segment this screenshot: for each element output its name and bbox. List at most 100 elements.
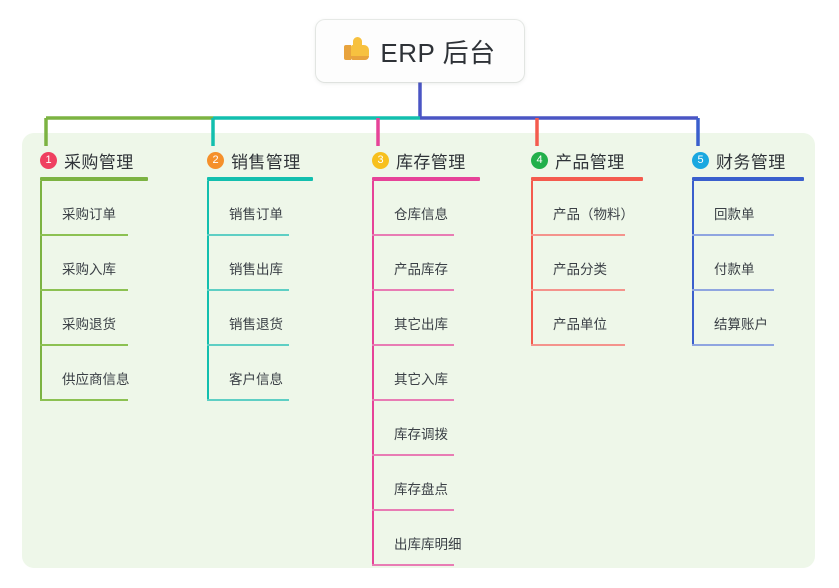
leaf-label: 供应商信息 [62, 372, 130, 387]
leaf-spine [372, 181, 374, 236]
leaf-label: 销售退货 [229, 317, 283, 332]
leaf-node[interactable]: 付款单 [692, 236, 804, 291]
branch-header-2[interactable]: 2 销售管理 [207, 148, 313, 172]
branch-header-rule [40, 177, 148, 181]
leaf-node[interactable]: 结算账户 [692, 291, 804, 346]
leaf-rule [372, 289, 454, 291]
branch-title: 采购管理 [64, 152, 134, 172]
branch-header-4[interactable]: 4 产品管理 [531, 148, 643, 172]
thumbs-up-icon [344, 37, 370, 65]
leaf-label: 回款单 [714, 207, 755, 222]
leaf-label: 产品库存 [394, 262, 448, 277]
branch-header-rule [531, 177, 643, 181]
leaf-rule [531, 234, 625, 236]
leaf-rule [40, 289, 128, 291]
leaf-label: 采购入库 [62, 262, 116, 277]
leaf-label: 出库库明细 [394, 537, 462, 552]
leaf-rule [40, 234, 128, 236]
leaf-node[interactable]: 采购订单 [40, 181, 148, 236]
leaf-spine [692, 236, 694, 291]
root-node[interactable]: ERP 后台 [316, 20, 524, 82]
leaf-node[interactable]: 供应商信息 [40, 346, 148, 401]
leaf-rule [40, 344, 128, 346]
leaf-node[interactable]: 产品单位 [531, 291, 643, 346]
leaf-spine [372, 456, 374, 511]
leaf-label: 销售订单 [229, 207, 283, 222]
leaf-label: 库存盘点 [394, 482, 448, 497]
leaf-spine [40, 236, 42, 291]
root-title: ERP 后台 [380, 37, 496, 68]
branch-header-rule [372, 177, 480, 181]
leaf-node[interactable]: 出库库明细 [372, 511, 480, 566]
branch-number-badge: 2 [207, 151, 224, 169]
leaf-node[interactable]: 产品库存 [372, 236, 480, 291]
branch-column-4: 4 产品管理产品（物料） 产品分类产品单位 [531, 148, 643, 346]
leaf-node[interactable]: 销售退货 [207, 291, 313, 346]
leaf-node[interactable]: 仓库信息 [372, 181, 480, 236]
leaf-label: 付款单 [714, 262, 755, 277]
leaf-spine [40, 346, 42, 401]
leaf-node[interactable]: 库存盘点 [372, 456, 480, 511]
leaf-label: 采购订单 [62, 207, 116, 222]
leaf-rule [372, 399, 454, 401]
content-panel [22, 133, 815, 568]
leaf-node[interactable]: 其它入库 [372, 346, 480, 401]
leaf-spine [207, 291, 209, 346]
leaf-spine [372, 291, 374, 346]
branch-number-badge: 1 [40, 151, 57, 169]
leaf-label: 客户信息 [229, 372, 283, 387]
leaf-label: 销售出库 [229, 262, 283, 277]
leaf-rule [40, 399, 128, 401]
leaf-label: 仓库信息 [394, 207, 448, 222]
leaf-spine [372, 346, 374, 401]
leaf-node[interactable]: 回款单 [692, 181, 804, 236]
branch-number-badge: 4 [531, 151, 548, 169]
leaf-label: 其它入库 [394, 372, 448, 387]
leaf-rule [692, 234, 774, 236]
branch-column-1: 1 采购管理采购订单采购入库采购退货供应商信息 [40, 148, 148, 401]
branch-header-rule [207, 177, 313, 181]
leaf-rule [372, 454, 454, 456]
leaf-node[interactable]: 销售订单 [207, 181, 313, 236]
branch-title: 销售管理 [231, 152, 301, 172]
leaf-node[interactable]: 库存调拨 [372, 401, 480, 456]
leaf-node[interactable]: 销售出库 [207, 236, 313, 291]
leaf-spine [40, 291, 42, 346]
leaf-node[interactable]: 采购退货 [40, 291, 148, 346]
leaf-rule [692, 344, 774, 346]
leaf-spine [207, 236, 209, 291]
leaf-label: 产品单位 [553, 317, 607, 332]
leaf-rule [692, 289, 774, 291]
leaf-spine [372, 236, 374, 291]
leaf-spine [372, 401, 374, 456]
leaf-spine [692, 291, 694, 346]
branch-title: 产品管理 [555, 152, 625, 172]
leaf-rule [372, 344, 454, 346]
leaf-spine [531, 291, 533, 346]
leaf-label: 库存调拨 [394, 427, 448, 442]
leaf-rule [207, 344, 289, 346]
leaf-rule [372, 509, 454, 511]
leaf-node[interactable]: 产品分类 [531, 236, 643, 291]
leaf-node[interactable]: 产品（物料） [531, 181, 643, 236]
leaf-label: 结算账户 [714, 317, 768, 332]
branch-number-badge: 3 [372, 151, 389, 169]
leaf-label: 产品（物料） [553, 207, 634, 222]
branch-number-badge: 5 [692, 151, 709, 169]
leaf-rule [207, 289, 289, 291]
leaf-spine [207, 181, 209, 236]
leaf-spine [692, 181, 694, 236]
branch-header-1[interactable]: 1 采购管理 [40, 148, 148, 172]
leaf-label: 采购退货 [62, 317, 116, 332]
leaf-spine [40, 181, 42, 236]
leaf-node[interactable]: 采购入库 [40, 236, 148, 291]
leaf-spine [372, 511, 374, 566]
leaf-label: 产品分类 [553, 262, 607, 277]
leaf-node[interactable]: 其它出库 [372, 291, 480, 346]
leaf-node[interactable]: 客户信息 [207, 346, 313, 401]
